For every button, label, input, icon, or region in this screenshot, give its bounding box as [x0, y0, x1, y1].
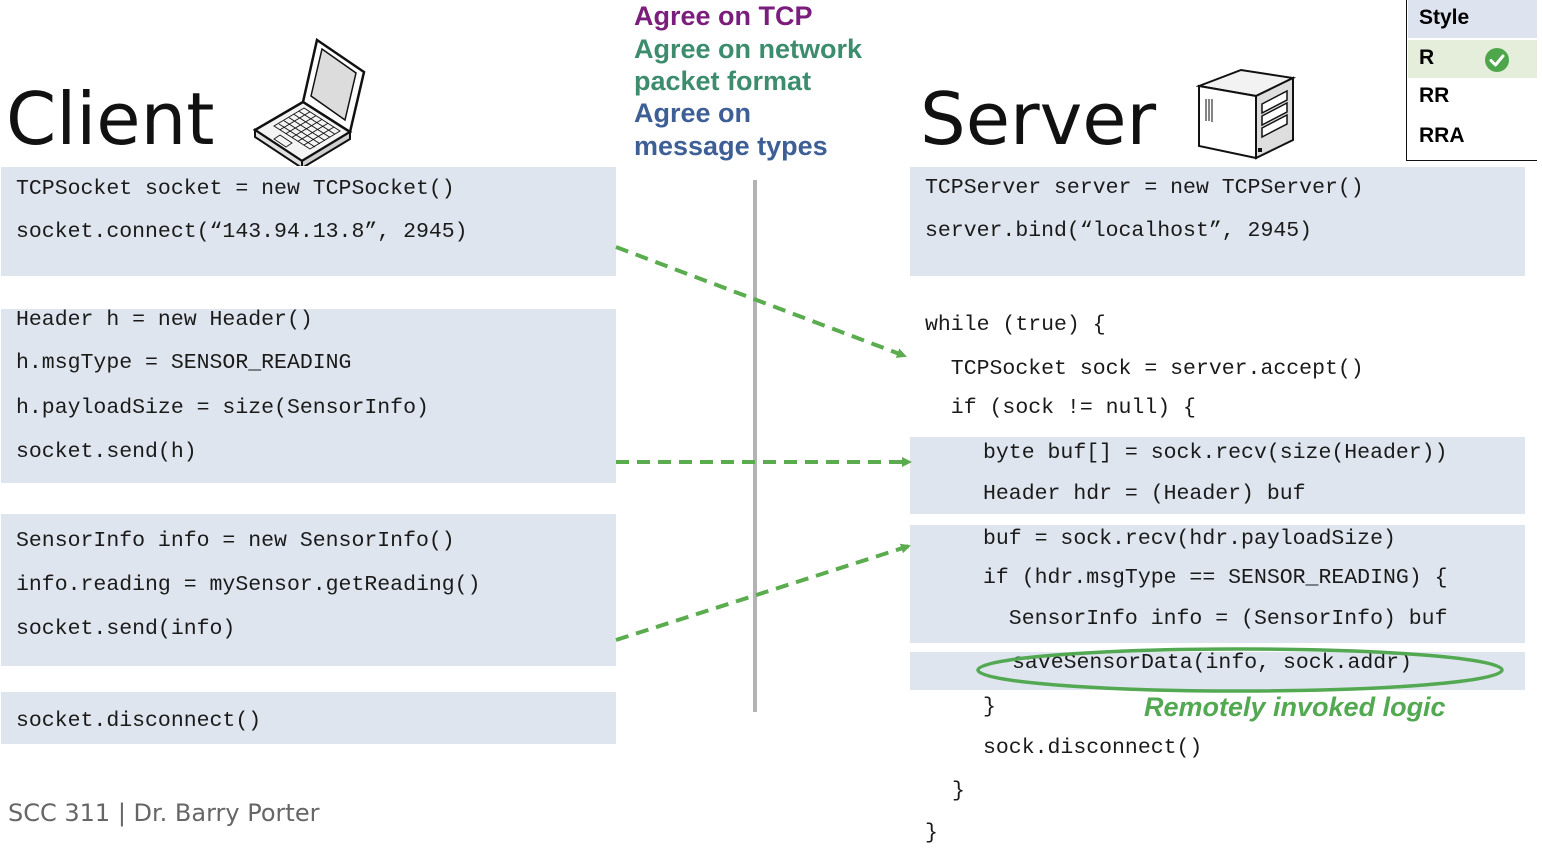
- style-legend: Style R RR RRA: [1406, 0, 1537, 161]
- laptop-icon: [252, 36, 367, 170]
- code-line: socket.send(info): [16, 617, 236, 641]
- legend-item-r[interactable]: R: [1408, 40, 1537, 78]
- code-line: TCPSocket socket = new TCPSocket(): [16, 177, 455, 201]
- code-line: sock.disconnect(): [983, 736, 1203, 760]
- code-line: Header h = new Header(): [16, 308, 313, 332]
- code-line: }: [925, 821, 938, 845]
- payload-arrow: [615, 543, 911, 642]
- code-line: }: [983, 695, 996, 719]
- highlight-ellipse: [976, 645, 1506, 695]
- client-header-block: [1, 309, 616, 483]
- code-line: saveSensorData(info, sock.addr): [1012, 651, 1412, 675]
- client-payload-block: [1, 514, 616, 666]
- client-disconnect-block: [1, 692, 616, 744]
- code-line: Header hdr = (Header) buf: [983, 482, 1306, 506]
- client-title: Client: [6, 77, 215, 161]
- agree-on: Agree on: [634, 98, 752, 128]
- server-icon: [1195, 66, 1297, 161]
- code-line: if (hdr.msgType == SENSOR_READING) {: [983, 566, 1448, 590]
- server-payload-recv-block: [910, 525, 1525, 643]
- code-line: socket.send(h): [16, 440, 197, 464]
- server-header-recv-block: [910, 437, 1525, 514]
- agree-network: Agree on network: [634, 34, 863, 64]
- code-line: }: [952, 779, 965, 803]
- check-circle-icon: [1484, 47, 1510, 79]
- code-line: socket.connect(“143.94.13.8”, 2945): [16, 220, 468, 244]
- legend-item-rr[interactable]: RR: [1419, 84, 1450, 107]
- legend-item-rra[interactable]: RRA: [1419, 124, 1465, 147]
- agree-tcp: Agree on TCP: [634, 1, 813, 31]
- code-line: h.msgType = SENSOR_READING: [16, 351, 352, 375]
- legend-header: Style: [1408, 0, 1537, 38]
- code-line: TCPServer server = new TCPServer(): [925, 176, 1364, 200]
- code-line: socket.disconnect(): [16, 709, 262, 733]
- code-line: while (true) {: [925, 313, 1106, 337]
- remote-logic-annotation: Remotely invoked logic: [1144, 692, 1446, 722]
- center-divider: [753, 180, 757, 712]
- code-line: buf = sock.recv(hdr.payloadSize): [983, 527, 1396, 551]
- code-line: h.payloadSize = size(SensorInfo): [16, 396, 429, 420]
- code-line: info.reading = mySensor.getReading(): [16, 573, 481, 597]
- code-line: if (sock != null) {: [925, 396, 1196, 420]
- code-line: TCPSocket sock = server.accept(): [925, 357, 1364, 381]
- server-title: Server: [920, 77, 1157, 161]
- client-connect-block: [1, 167, 616, 276]
- agree-packet-format: packet format: [634, 66, 812, 96]
- footer-credit: SCC 311 | Dr. Barry Porter: [8, 799, 320, 827]
- agree-message-types: message types: [634, 131, 828, 161]
- code-line: byte buf[] = sock.recv(size(Header)): [983, 441, 1448, 465]
- connect-arrow: [615, 245, 907, 358]
- code-line: server.bind(“localhost”, 2945): [925, 219, 1313, 243]
- code-line: SensorInfo info = new SensorInfo(): [16, 529, 455, 553]
- server-setup-block: [910, 167, 1525, 276]
- code-line: SensorInfo info = (SensorInfo) buf: [983, 607, 1448, 631]
